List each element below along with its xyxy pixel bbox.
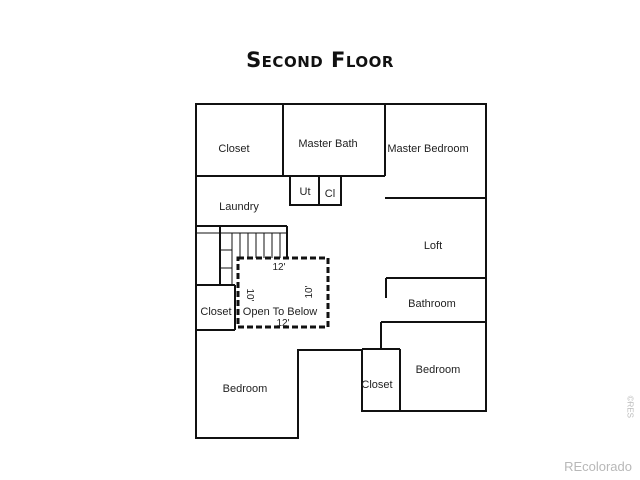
dimension-bottom: 12' bbox=[276, 318, 289, 329]
room-closet-top: Closet bbox=[218, 143, 249, 155]
room-closet-left: Closet bbox=[200, 306, 231, 318]
room-bathroom: Bathroom bbox=[408, 298, 456, 310]
dimension-top: 12' bbox=[272, 262, 285, 273]
dimension-left: 10' bbox=[244, 288, 255, 301]
room-open-to-below: Open To Below bbox=[243, 306, 317, 318]
room-bedroom-left: Bedroom bbox=[223, 383, 268, 395]
dimension-right: 10' bbox=[304, 285, 315, 298]
walls bbox=[195, 103, 487, 439]
room-bedroom-right: Bedroom bbox=[416, 364, 461, 376]
brand-watermark: REcolorado bbox=[564, 459, 632, 474]
room-laundry: Laundry bbox=[219, 201, 259, 213]
room-closet-bottom: Closet bbox=[361, 379, 392, 391]
room-loft: Loft bbox=[424, 240, 442, 252]
side-watermark: ©RES bbox=[625, 395, 634, 418]
room-master-bedroom: Master Bedroom bbox=[387, 143, 468, 155]
open-to-below-outline bbox=[236, 256, 330, 329]
room-ut: Ut bbox=[300, 186, 311, 198]
page-title: Second Floor bbox=[246, 48, 394, 72]
room-cl: Cl bbox=[325, 188, 335, 200]
stairs bbox=[196, 225, 288, 285]
room-master-bath: Master Bath bbox=[298, 138, 357, 150]
